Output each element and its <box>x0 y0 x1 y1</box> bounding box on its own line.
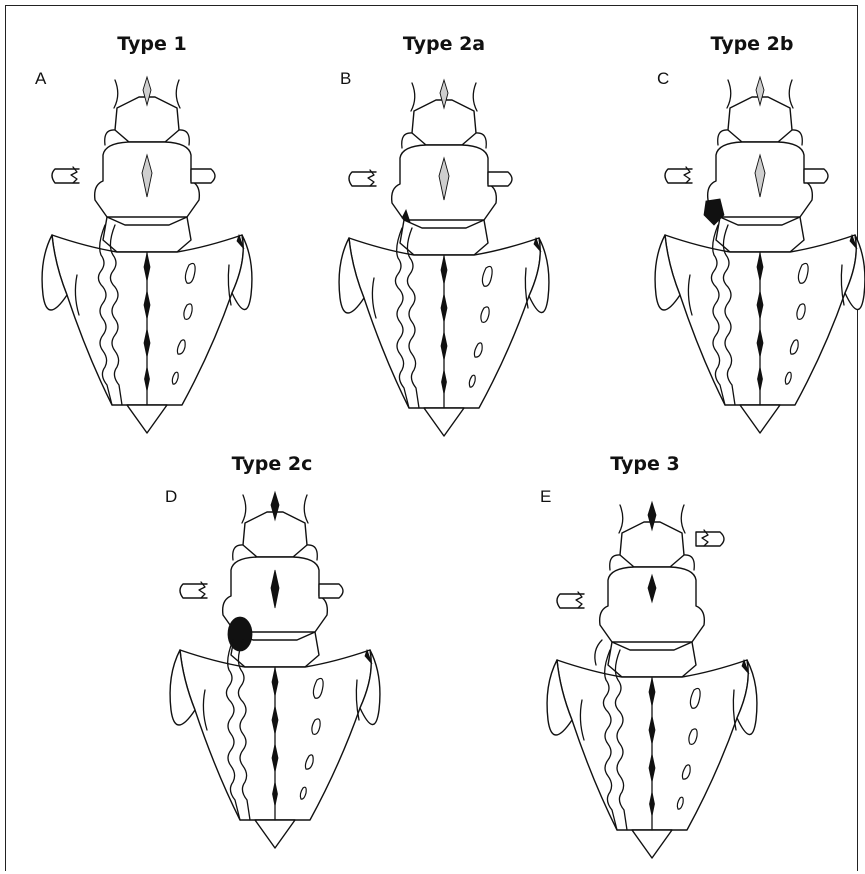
panel-d-title: Type 2c <box>232 453 313 475</box>
panel-e-letter: E <box>540 487 551 506</box>
panel-a-letter: A <box>35 69 47 88</box>
panel-e-title: Type 3 <box>610 453 679 475</box>
panel-b-letter: B <box>340 69 351 88</box>
skull-drawing-e <box>547 502 757 858</box>
panel-d: Type 2c D <box>165 453 380 848</box>
panel-c-letter: C <box>657 69 669 88</box>
panel-b-title: Type 2a <box>403 33 485 55</box>
panel-a-title: Type 1 <box>117 33 186 55</box>
panel-d-letter: D <box>165 487 177 506</box>
panel-a: Type 1 A <box>35 33 252 433</box>
skull-drawing-a <box>42 77 252 433</box>
skull-drawing-b <box>339 80 549 436</box>
panel-e: Type 3 E <box>540 453 757 858</box>
panel-c: Type 2b C <box>655 33 865 433</box>
skull-drawing-d <box>170 492 380 848</box>
panel-c-title: Type 2b <box>710 33 793 55</box>
skull-drawing-c <box>655 77 865 433</box>
panel-b: Type 2a B <box>339 33 549 436</box>
